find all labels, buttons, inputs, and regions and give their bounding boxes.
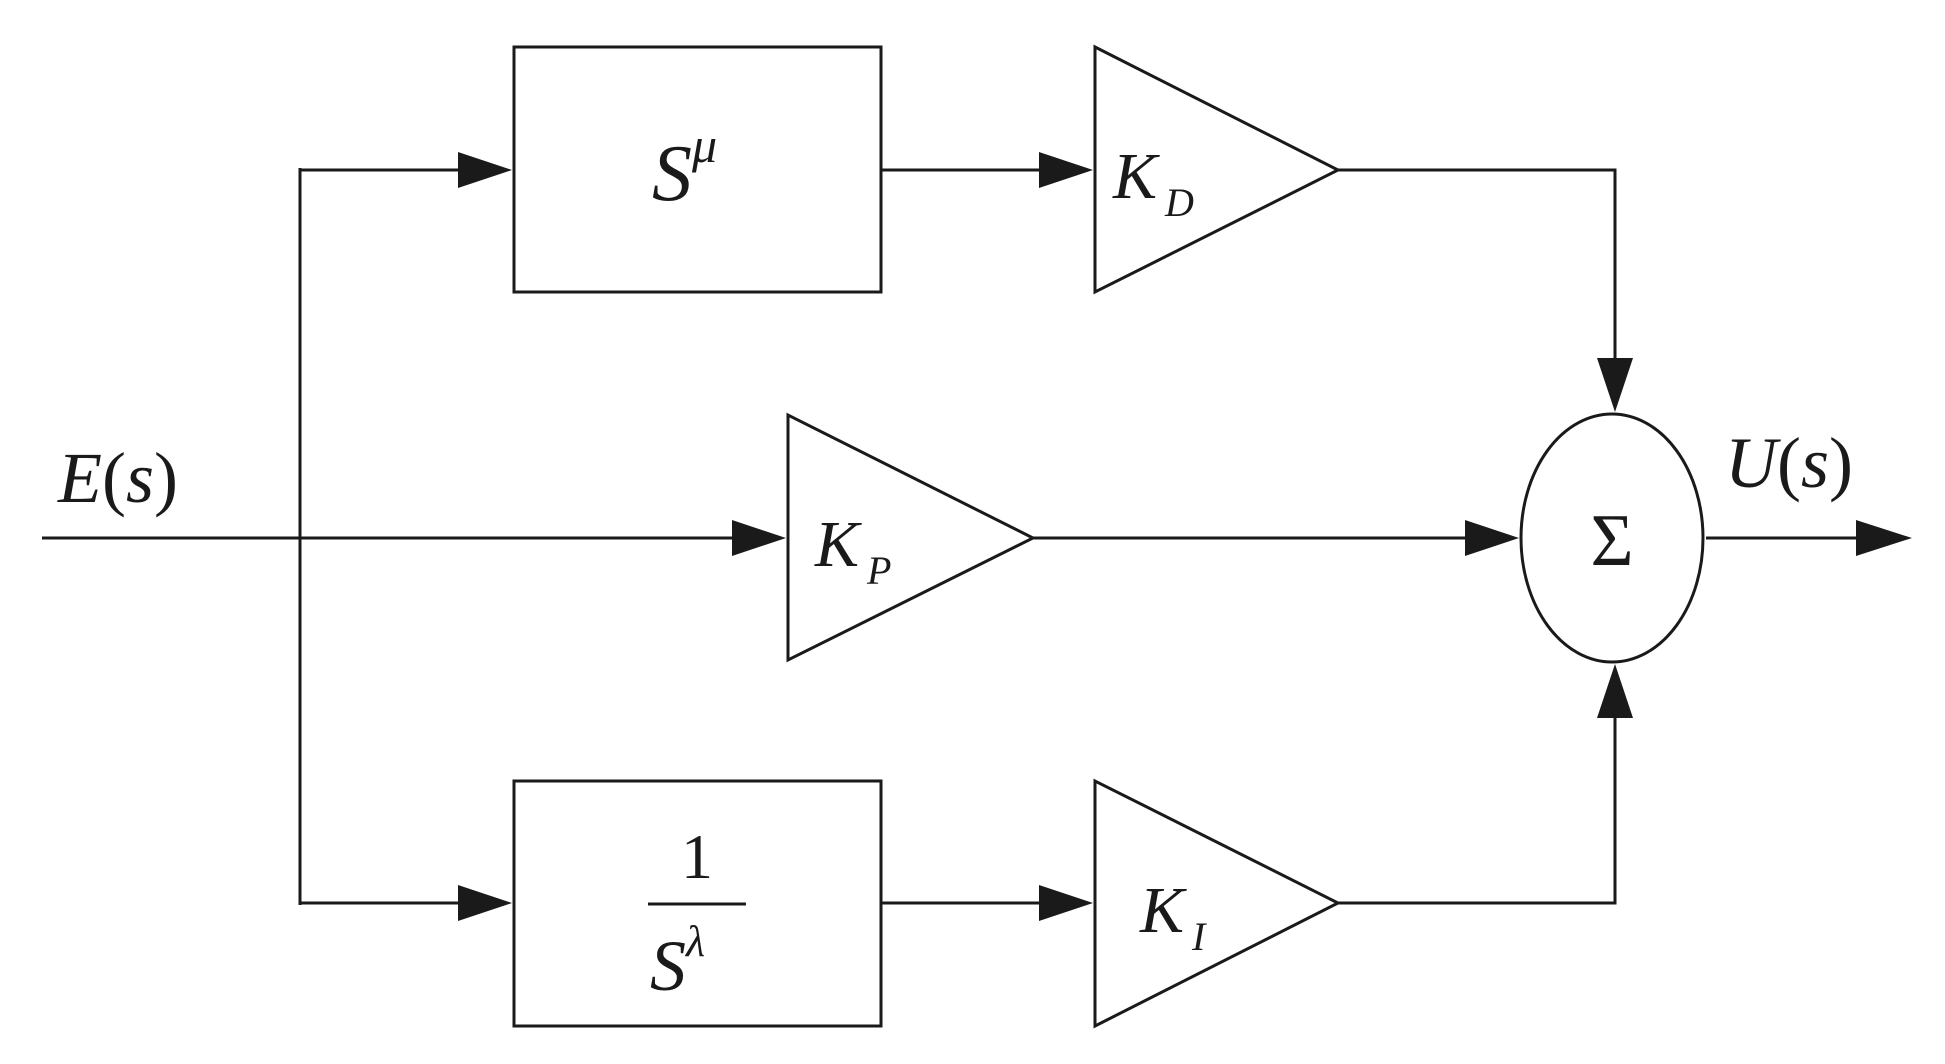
arrow-into-derivative-block — [458, 152, 512, 188]
output-signal-close-paren: ) — [1829, 423, 1853, 503]
input-signal-label: E(s) — [57, 438, 178, 518]
input-signal-name: E — [57, 438, 102, 518]
gain-kp-triangle — [786, 412, 1037, 663]
input-signal-open-paren: ( — [102, 438, 126, 518]
arrow-into-summer-top — [1597, 358, 1633, 412]
derivative-block-base: S — [652, 130, 692, 218]
derivative-block-box — [512, 45, 883, 294]
arrow-into-kd — [1039, 152, 1093, 188]
arrow-into-summer-left — [1465, 520, 1519, 556]
integral-block-base: S — [650, 926, 686, 1006]
gain-kd-triangle — [1093, 44, 1342, 295]
gain-kd-base: K — [1112, 140, 1160, 213]
arrow-into-kp — [732, 520, 786, 556]
integral-block-denominator: Sλ — [650, 917, 705, 1006]
ki-to-summer-wire — [1338, 700, 1617, 905]
gain-ki-triangle — [1093, 778, 1342, 1029]
gain-ki-subscript: I — [1191, 914, 1207, 959]
arrow-into-integral-block — [458, 885, 512, 921]
summing-junction-symbol: Σ — [1590, 500, 1633, 582]
derivative-block: Sμ — [512, 45, 883, 294]
arrow-into-ki — [1039, 885, 1093, 921]
integral-block-exponent: λ — [684, 917, 705, 966]
arrow-into-summer-bottom — [1597, 664, 1633, 718]
gain-kp-base: K — [814, 508, 862, 581]
output-signal-name: U — [1725, 423, 1781, 503]
derivative-block-label: Sμ — [652, 117, 717, 218]
input-signal-close-paren: ) — [154, 438, 178, 518]
kd-to-summer-wire — [1338, 168, 1617, 380]
output-signal-label: U(s) — [1725, 423, 1853, 503]
input-signal-arg: s — [126, 438, 154, 518]
arrowheads — [458, 152, 1912, 921]
integral-block: 1 Sλ — [512, 779, 883, 1028]
integral-block-numerator: 1 — [681, 821, 713, 892]
derivative-block-exponent: μ — [691, 117, 717, 173]
output-signal-open-paren: ( — [1777, 423, 1801, 503]
arrow-output — [1856, 520, 1912, 556]
summing-junction-ellipse — [1519, 412, 1705, 664]
gain-ki-base: K — [1139, 874, 1187, 947]
gain-kp-subscript: P — [866, 548, 891, 593]
output-signal-arg: s — [1801, 423, 1829, 503]
summing-junction: Σ — [1519, 412, 1705, 664]
gain-kd-subscript: D — [1164, 180, 1194, 225]
signal-wires — [42, 168, 1860, 905]
